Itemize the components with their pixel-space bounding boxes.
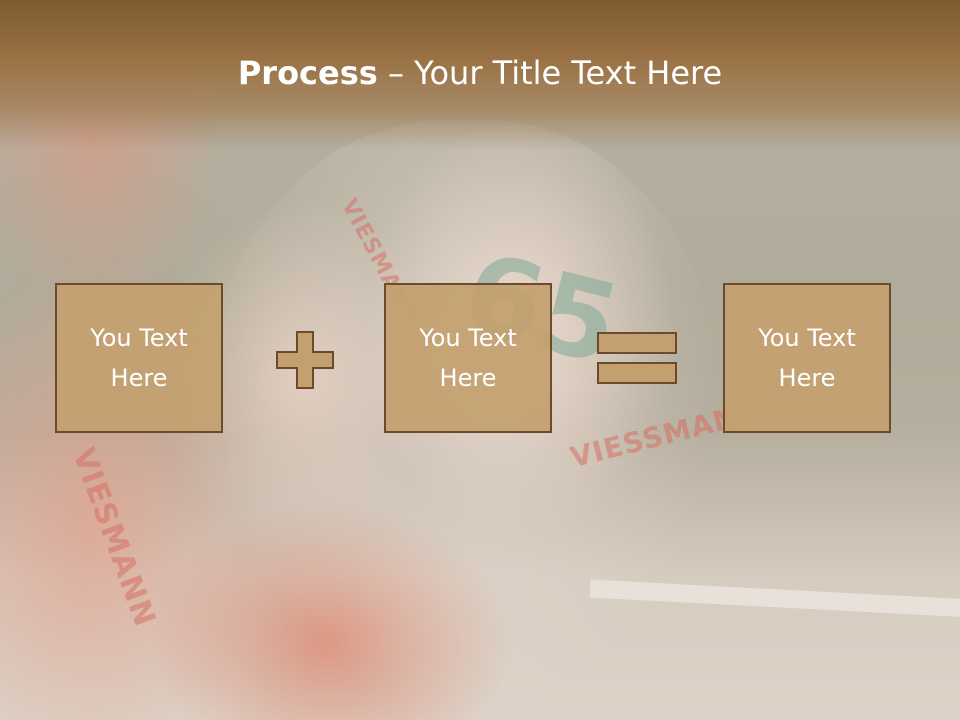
title-bar	[0, 0, 960, 150]
text-box-2[interactable]: You Text Here	[384, 283, 552, 433]
title-bold: Process	[237, 54, 378, 92]
title-dash: –	[377, 54, 415, 92]
plus-icon	[275, 330, 335, 390]
title-text: Your Title Text Here	[414, 54, 723, 92]
text-box-3[interactable]: You Text Here	[723, 283, 891, 433]
equals-icon	[597, 332, 677, 384]
text-box-1[interactable]: You Text Here	[55, 283, 223, 433]
sponsor-sticker: VIESMANN	[65, 443, 163, 632]
slide-title[interactable]: Process – Your Title Text Here	[0, 54, 960, 92]
